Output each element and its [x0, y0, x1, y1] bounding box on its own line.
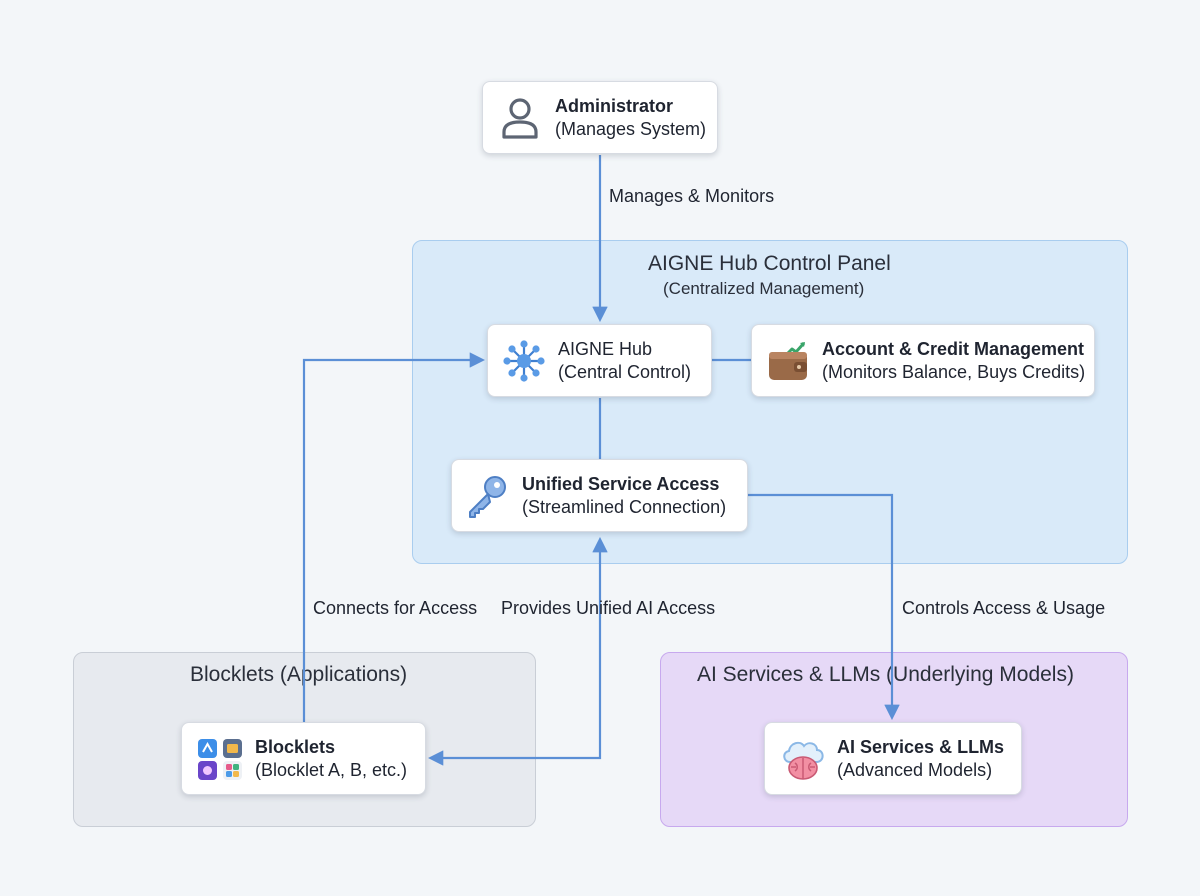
administrator-node[interactable]: Administrator (Manages System) — [482, 81, 718, 154]
unified-service-access-node[interactable]: Unified Service Access (Streamlined Conn… — [451, 459, 748, 532]
edge-label-manages: Manages & Monitors — [609, 186, 775, 206]
aigne-hub-subtitle: (Central Control) — [558, 361, 692, 382]
edge-label-provides: Provides Unified AI Access — [501, 598, 716, 618]
edge-controls-access-usage — [748, 493, 900, 721]
ai-services-node[interactable]: AI Services & LLMs (Advanced Models) — [764, 722, 1022, 795]
blocklets-panel-title: Blocklets (Applications) — [190, 663, 408, 686]
cloud-brain-icon — [779, 736, 827, 782]
wallet-icon — [766, 339, 810, 383]
account-credit-node[interactable]: Account & Credit Management (Monitors Ba… — [751, 324, 1095, 397]
edge-connects-for-access — [302, 352, 486, 722]
aigne-hub-title: AIGNE Hub — [558, 338, 653, 359]
unified-service-subtitle: (Streamlined Connection) — [522, 496, 727, 517]
edge-provides-unified-access — [427, 536, 608, 766]
account-credit-title: Account & Credit Management — [822, 338, 1085, 359]
blocklets-title: Blocklets — [255, 736, 336, 757]
unified-service-title: Unified Service Access — [522, 473, 720, 494]
hub-panel-title: AIGNE Hub Control Panel — [648, 252, 891, 275]
edge-label-connects: Connects for Access — [313, 598, 478, 618]
ai-panel-title: AI Services & LLMs (Underlying Models) — [697, 663, 1074, 686]
blocklets-subtitle: (Blocklet A, B, etc.) — [255, 759, 408, 780]
edge-label-controls: Controls Access & Usage — [902, 598, 1106, 618]
key-icon — [464, 473, 510, 519]
hub-panel-subtitle: (Centralized Management) — [663, 279, 865, 298]
ai-services-subtitle: (Advanced Models) — [837, 759, 993, 780]
network-hub-icon — [502, 339, 546, 383]
user-icon — [499, 96, 541, 140]
account-credit-subtitle: (Monitors Balance, Buys Credits) — [822, 361, 1086, 382]
blocklets-node[interactable]: Blocklets (Blocklet A, B, etc.) — [181, 722, 426, 795]
app-grid-icon — [196, 737, 244, 781]
administrator-title: Administrator — [555, 95, 674, 116]
ai-services-title: AI Services & LLMs — [837, 736, 1005, 757]
administrator-subtitle: (Manages System) — [555, 118, 707, 139]
aigne-hub-node[interactable]: AIGNE Hub (Central Control) — [487, 324, 712, 397]
